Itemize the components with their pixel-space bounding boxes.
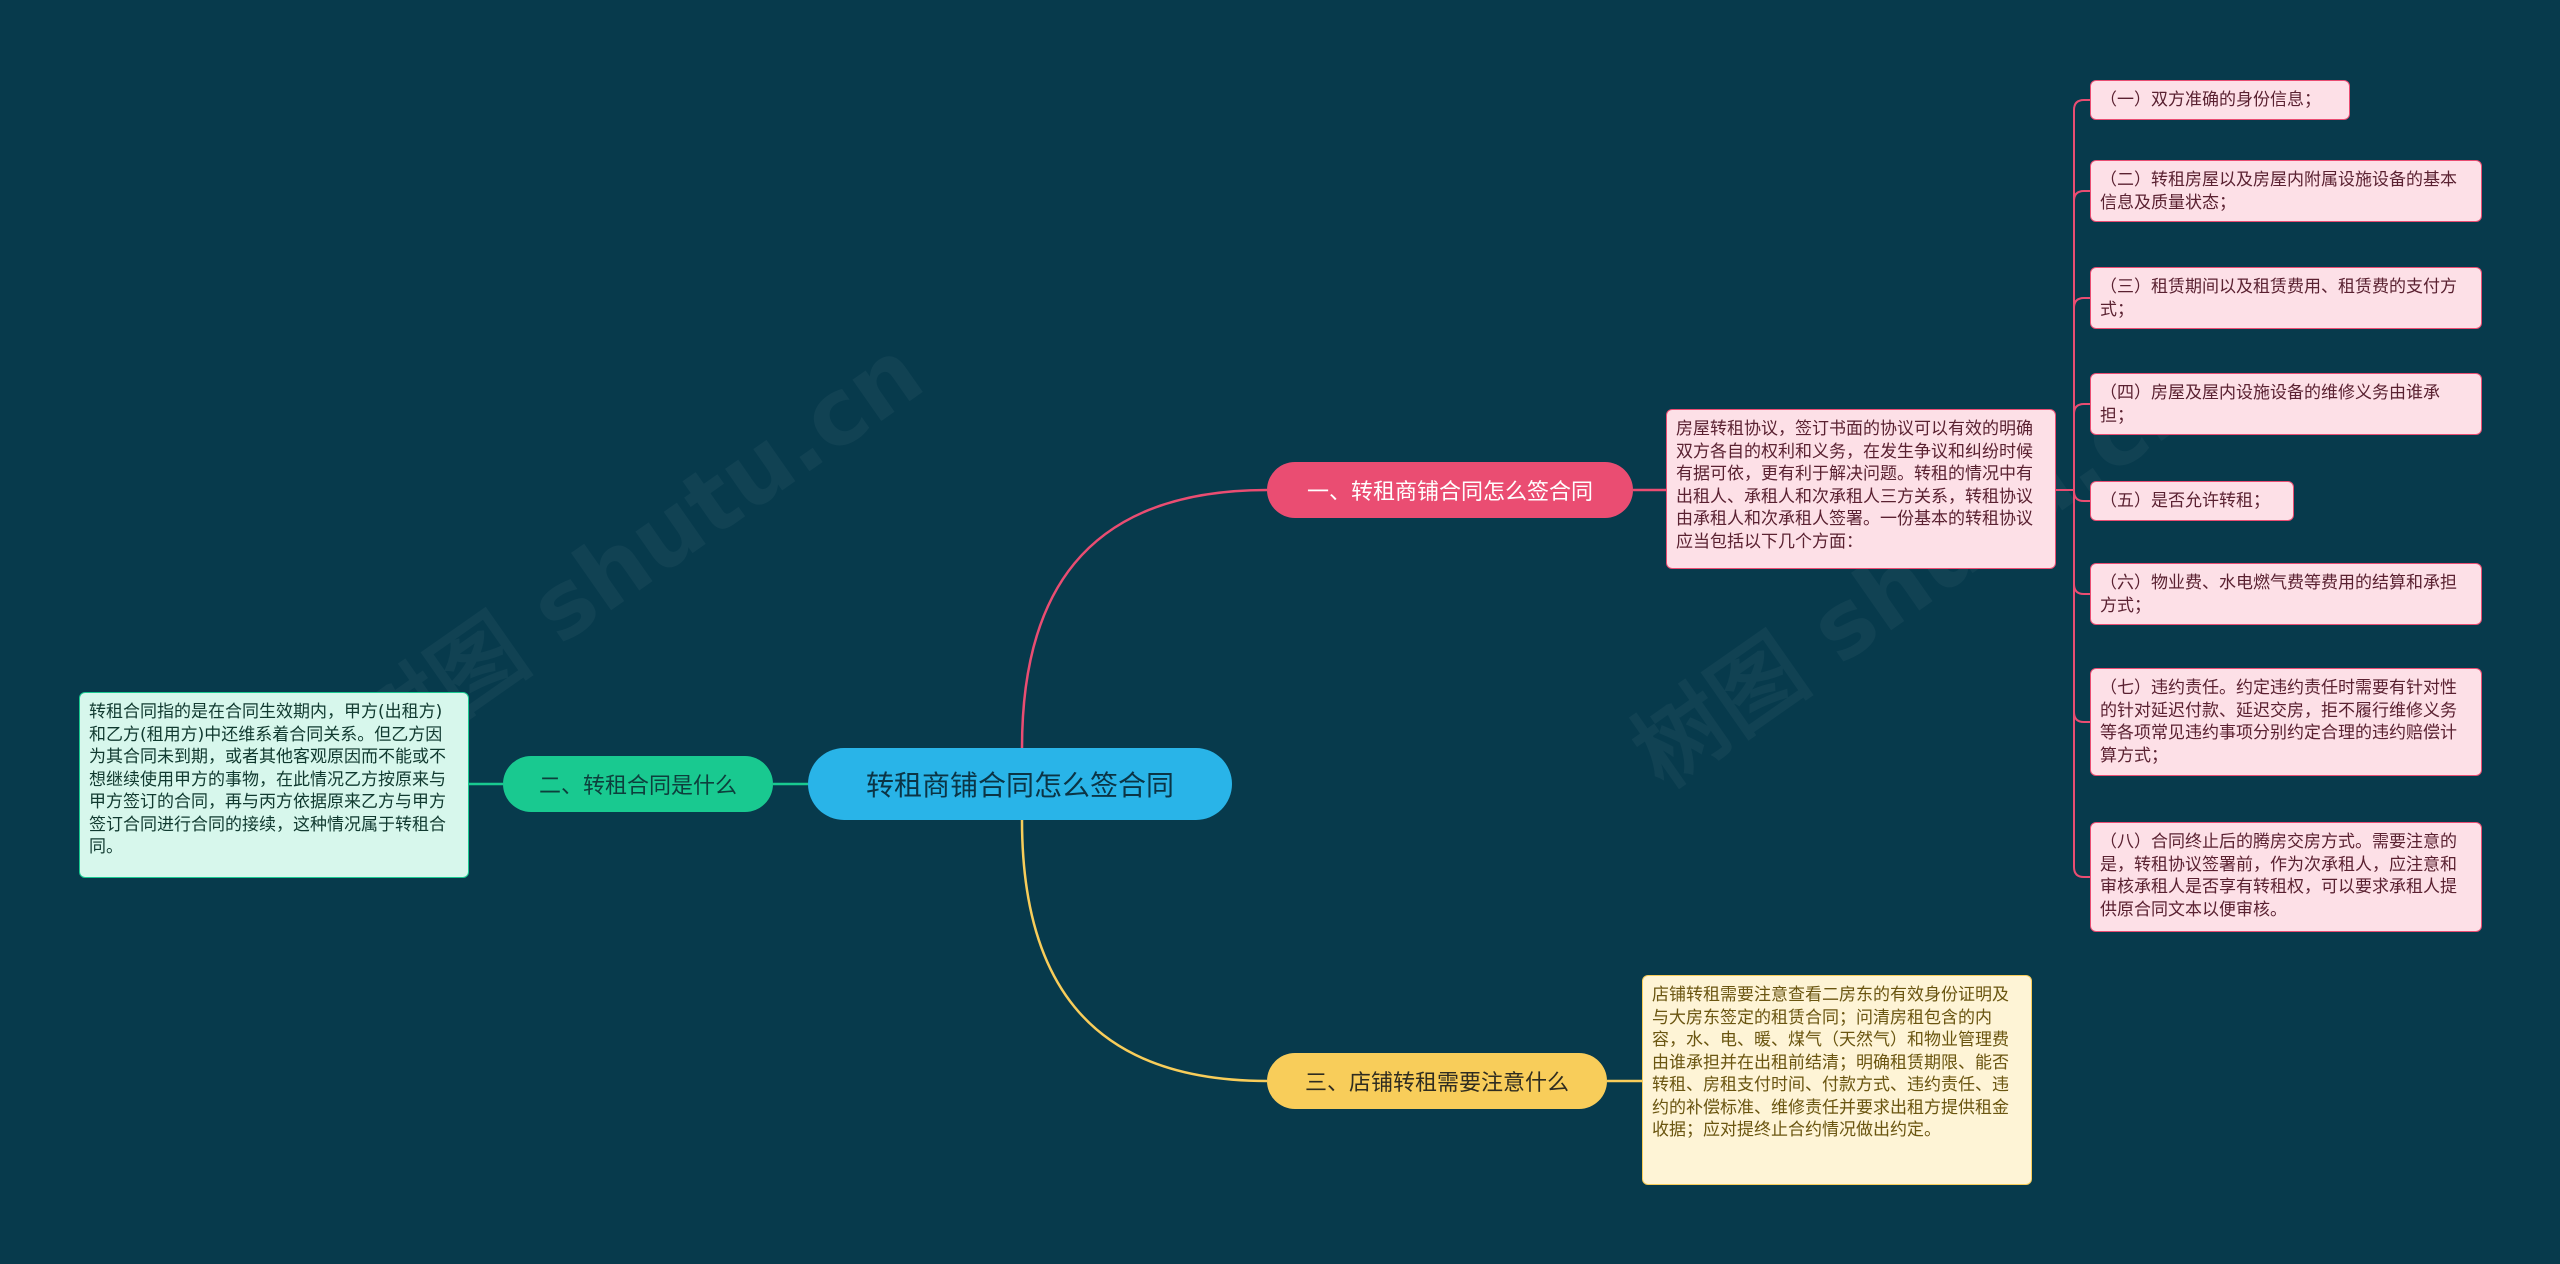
branch-1-description: 房屋转租协议，签订书面的协议可以有效的明确双方各自的权利和义务，在发生争议和纠纷… (1666, 409, 2056, 569)
connector-leaf-4 (2073, 403, 2090, 490)
branch-2-description: 转租合同指的是在合同生效期内，甲方(出租方)和乙方(租用方)中还维系着合同关系。… (79, 692, 469, 878)
branch-3-description: 店铺转租需要注意查看二房东的有效身份证明及与大房东签定的租赁合同；问清房租包含的… (1642, 975, 2032, 1185)
connector-leaf-6 (2073, 490, 2090, 595)
leaf-connectors (2056, 99, 2090, 878)
leaf-item-1: （一）双方准确的身份信息； (2090, 80, 2350, 120)
connector-leaf-3 (2073, 297, 2090, 490)
connector-leaf-2 (2073, 190, 2090, 490)
leaf-item-4: （四）房屋及屋内设施设备的维修义务由谁承担； (2090, 373, 2482, 435)
root-node[interactable]: 转租商铺合同怎么签合同 (808, 748, 1232, 820)
branch-node-2[interactable]: 二、转租合同是什么 (503, 756, 773, 812)
branch-node-1[interactable]: 一、转租商铺合同怎么签合同 (1267, 462, 1633, 518)
branch-node-3[interactable]: 三、店铺转租需要注意什么 (1267, 1053, 1607, 1109)
leaf-item-7: （七）违约责任。约定违约责任时需要有针对性的针对延迟付款、延迟交房，拒不履行维修… (2090, 668, 2482, 776)
leaf-item-5: （五）是否允许转租； (2090, 481, 2294, 521)
connector-root-b3 (1020, 819, 1268, 1083)
leaf-item-8: （八）合同终止后的腾房交房方式。需要注意的是，转租协议签署前，作为次承租人，应注… (2090, 822, 2482, 932)
connector-leaf-7 (2073, 490, 2090, 723)
connector-leaf-1 (2073, 99, 2090, 490)
connector-leaf-8 (2073, 490, 2090, 878)
leaf-item-6: （六）物业费、水电燃气费等费用的结算和承担方式； (2090, 563, 2482, 625)
connector-root-b1 (1020, 488, 1268, 749)
leaf-item-2: （二）转租房屋以及房屋内附属设施设备的基本信息及质量状态； (2090, 160, 2482, 222)
connector-leaf-5 (2073, 490, 2090, 502)
leaf-item-3: （三）租赁期间以及租赁费用、租赁费的支付方式； (2090, 267, 2482, 329)
